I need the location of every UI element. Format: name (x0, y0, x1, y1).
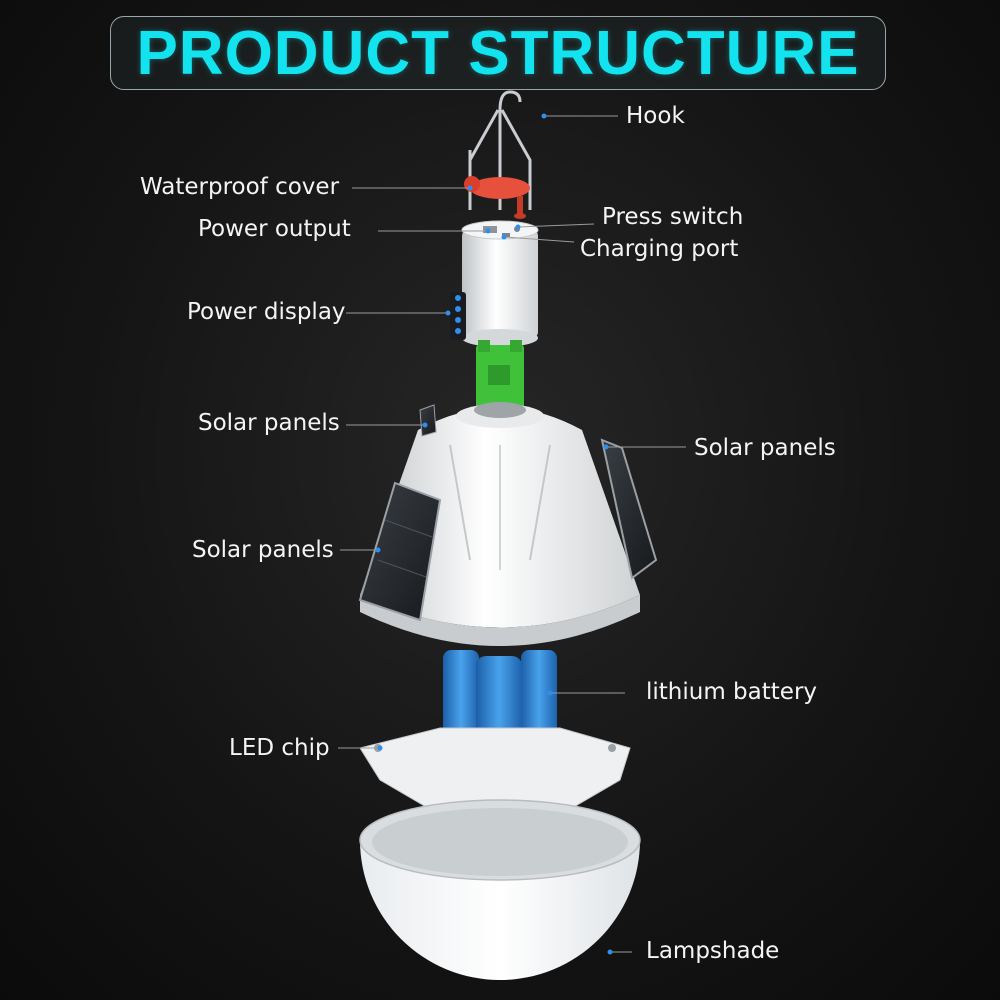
pcb-board (476, 340, 524, 409)
lampshade (359, 799, 641, 980)
leader-lines (338, 113, 686, 955)
solar-panel-back (419, 404, 437, 437)
solar-panel-left (358, 481, 442, 622)
waterproof-cover (464, 176, 530, 219)
label-charging-port: Charging port (580, 236, 739, 262)
solar-panel-right (600, 438, 658, 580)
power-module (450, 220, 539, 347)
label-power-display: Power display (187, 299, 346, 325)
label-lampshade: Lampshade (646, 938, 780, 964)
label-power-output: Power output (198, 216, 351, 242)
label-solar-panels-left: Solar panels (192, 537, 334, 563)
page-title: PRODUCT STRUCTURE (136, 19, 860, 88)
label-press-switch: Press switch (602, 204, 744, 230)
label-solar-panels-right: Solar panels (694, 435, 836, 461)
main-housing (360, 402, 640, 646)
charging-port-slot (502, 233, 510, 237)
led-chip-plate (359, 727, 631, 816)
label-lithium-battery: lithium battery (646, 679, 818, 705)
power-display-panel (450, 292, 466, 340)
hook (468, 90, 532, 210)
label-hook: Hook (626, 103, 685, 129)
label-led-chip: LED chip (229, 735, 330, 761)
label-waterproof-cover: Waterproof cover (140, 174, 340, 200)
label-solar-panels-top: Solar panels (198, 410, 340, 436)
title-frame (110, 16, 886, 90)
